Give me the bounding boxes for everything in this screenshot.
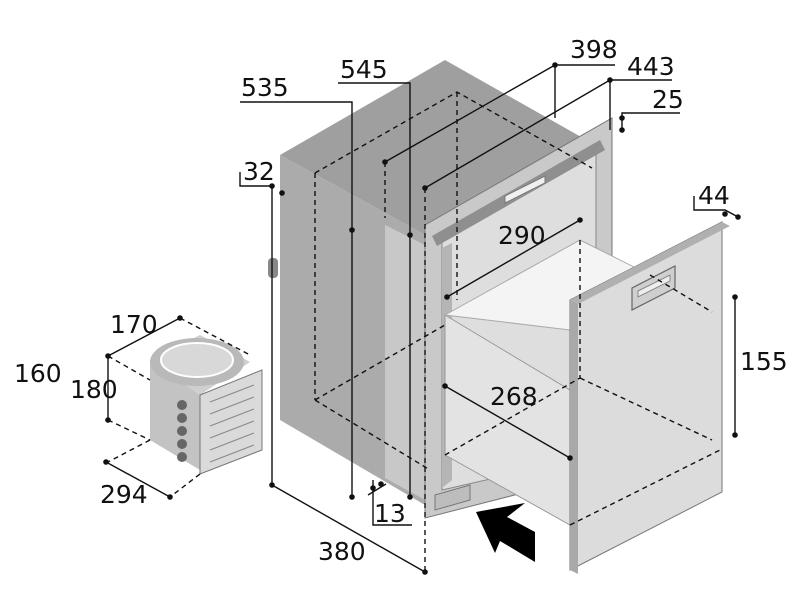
dim-398: 398: [570, 35, 618, 64]
compressor-unit: [150, 335, 263, 475]
dimension-lines: [103, 62, 741, 575]
compressor-side: [150, 360, 200, 470]
compressor-dome-ring: [160, 342, 234, 378]
dim-32: 32: [243, 157, 275, 186]
side-knob: [268, 258, 278, 278]
dim-180: 180: [70, 375, 118, 404]
drawer: [443, 221, 730, 574]
dim-25: 25: [652, 85, 684, 114]
dim-443: 443: [627, 52, 675, 81]
dim-44: 44: [698, 181, 730, 210]
cabinet-side-light: [385, 225, 425, 500]
grille-slats: [209, 384, 255, 463]
hidden-lines: [107, 91, 721, 526]
dim-268: 268: [490, 382, 538, 411]
dim-290: 290: [498, 221, 546, 250]
dim-155: 155: [740, 347, 788, 376]
dim-545: 545: [340, 55, 388, 84]
arrow-icon: [476, 503, 535, 562]
drawer-front-edge: [570, 300, 578, 574]
dimension-labels: 398 443 545 535 25 32 44 290 268 155 170…: [14, 35, 788, 566]
dim-535: 535: [241, 73, 289, 102]
cabinet-top: [280, 60, 590, 235]
frame-foot: [434, 484, 471, 511]
drawer-front-top: [570, 222, 730, 304]
dim-294: 294: [100, 480, 148, 509]
dim-160: 160: [14, 359, 62, 388]
top-slot: [504, 175, 546, 204]
compressor-coil: [177, 400, 187, 462]
dim-13: 13: [374, 499, 406, 528]
dim-380: 380: [318, 537, 366, 566]
dim-170: 170: [110, 310, 158, 339]
